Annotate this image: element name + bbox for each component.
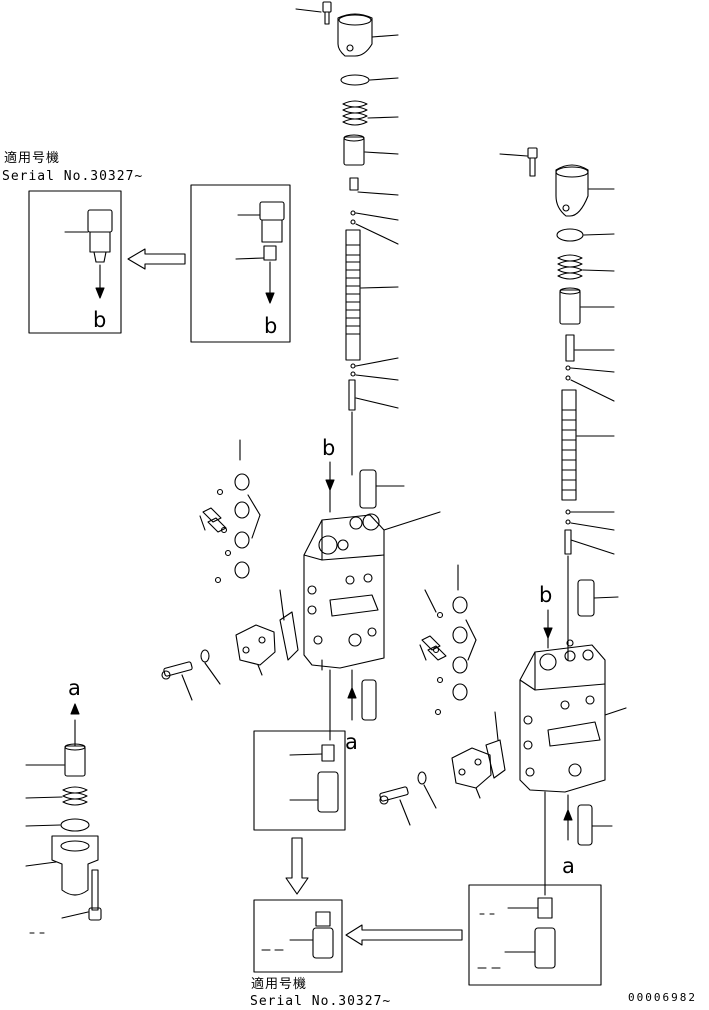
- center-side-cover: [161, 589, 299, 701]
- center-body-seals: [199, 439, 261, 584]
- inset-box-bottom-center: [253, 899, 343, 973]
- hollow-arrow-left-bottom: [345, 924, 463, 946]
- right-stack-parts: [499, 147, 619, 661]
- marker-b-right: b: [539, 583, 553, 607]
- right-valve-body: [519, 639, 627, 793]
- center-stack-parts: [295, 1, 405, 509]
- marker-b-center: b: [322, 436, 336, 460]
- inset-box-bottom-right: [468, 884, 602, 986]
- drawing-code: 00006982: [628, 991, 697, 1004]
- serial-number-top-left: Serial No.30327~: [2, 169, 144, 184]
- arrow-a-left: [70, 703, 80, 715]
- arrow-a-center: [347, 687, 357, 699]
- marker-a-right: a: [562, 854, 575, 878]
- hollow-arrow-down: [285, 837, 309, 895]
- marker-b-inset-1: b: [93, 308, 107, 332]
- hollow-arrow-left: [127, 248, 186, 270]
- inset-box-left: [28, 190, 122, 334]
- inset-box-center-lower: [253, 730, 346, 831]
- inset-box-right: [190, 184, 291, 343]
- marker-b-inset-2: b: [264, 314, 278, 338]
- applicability-label-top-left: 適用号機: [4, 151, 61, 166]
- arrow-b-right: [543, 627, 553, 639]
- applicability-label-bottom: 適用号機: [251, 977, 308, 992]
- marker-a-center: a: [345, 730, 358, 754]
- right-side-cover: [379, 711, 506, 826]
- right-body-seals: [419, 564, 477, 716]
- left-lower-stack: [25, 703, 102, 934]
- center-valve-body: [303, 511, 441, 671]
- arrow-b-center: [325, 479, 335, 491]
- serial-number-bottom: Serial No.30327~: [250, 994, 392, 1009]
- arrow-a-right: [563, 809, 573, 821]
- marker-a-left: a: [68, 676, 81, 700]
